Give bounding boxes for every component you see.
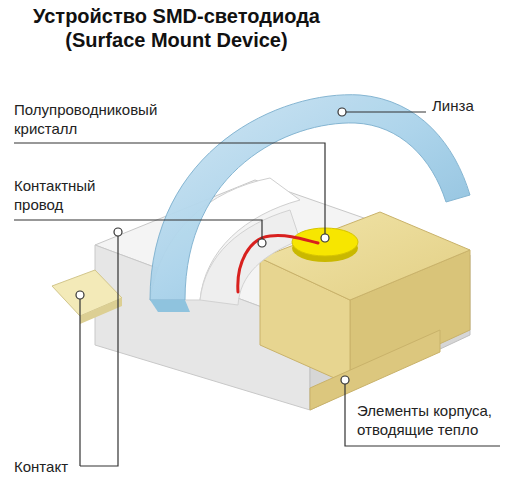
part-label: Элементы корпуса, отводящие тепло [357,401,509,439]
part-label: Контактный провод [14,176,126,214]
part-label: Линза [432,96,512,115]
diagram-title: Устройство SMD-светодиода (Surface Mount… [4,4,349,52]
part-label: Контакт [14,457,78,476]
part-label: Полупроводниковый кристалл [14,100,182,138]
